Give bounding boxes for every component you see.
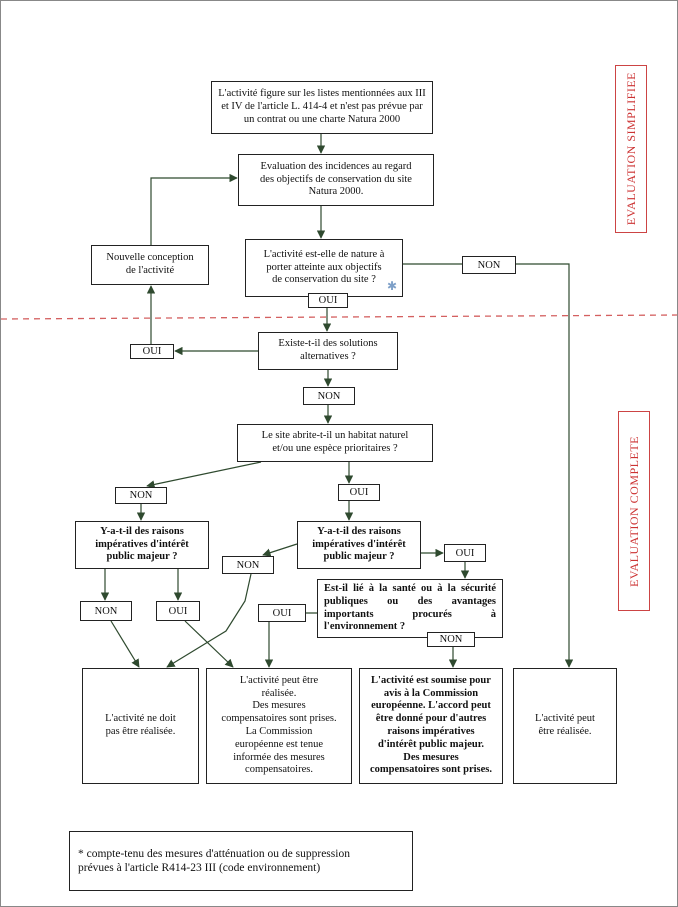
non-label-health: NON bbox=[427, 632, 475, 647]
outcome-compensatory-text: L'activité peut être réalisée. Des mesur… bbox=[221, 674, 337, 776]
health-question-text: Est-il lié à la santé ou à la sécurité p… bbox=[324, 582, 496, 633]
arrow-habitat-to-non bbox=[146, 461, 262, 489]
arrow-new-design-to-evaluation bbox=[150, 173, 238, 245]
activity-listed-text: L'activité figure sur les listes mention… bbox=[218, 88, 426, 125]
oui-label-health: OUI bbox=[258, 604, 306, 622]
asterisk-mark: ✱ bbox=[386, 279, 397, 294]
nature-question-text: L'activité est-elle de nature à porter a… bbox=[263, 248, 385, 286]
reasons-question-left-box: Y-a-t-il des raisons impératives d'intér… bbox=[75, 521, 209, 569]
nature-question-box: L'activité est-elle de nature à porter a… bbox=[245, 239, 403, 297]
habitat-question-box: Le site abrite-t-il un habitat naturel e… bbox=[237, 424, 433, 462]
footnote-box: * compte-tenu des mesures d'atténuation … bbox=[69, 831, 413, 891]
new-design-text: Nouvelle conception de l'activité bbox=[106, 252, 194, 276]
oui-label-reasons-left: OUI bbox=[156, 601, 200, 621]
non-label-alternatives: NON bbox=[303, 387, 355, 405]
outcome-not-box: L'activité ne doit pas être réalisée. bbox=[82, 668, 199, 784]
reasons-question-left-text: Y-a-t-il des raisons impératives d'intér… bbox=[95, 525, 189, 563]
footnote-text: * compte-tenu des mesures d'atténuation … bbox=[78, 847, 350, 874]
oui-label-reasons-right: OUI bbox=[444, 544, 486, 562]
alternatives-question-text: Existe-t-il des solutions alternatives ? bbox=[278, 338, 378, 362]
alternatives-question-box: Existe-t-il des solutions alternatives ? bbox=[258, 332, 398, 370]
activity-listed-box: L'activité figure sur les listes mention… bbox=[211, 81, 433, 134]
health-question-box: Est-il lié à la santé ou à la sécurité p… bbox=[317, 579, 503, 638]
oui-label-habitat: OUI bbox=[338, 484, 380, 501]
evaluation-text: Evaluation des incidences au regard des … bbox=[260, 160, 412, 198]
non-label-reasons-left: NON bbox=[80, 601, 132, 621]
arrow-non-to-outcome-not bbox=[110, 620, 140, 668]
section-divider bbox=[1, 314, 677, 320]
arrow-reasons-right-to-non bbox=[262, 543, 298, 557]
edge-layer bbox=[100, 134, 574, 668]
outcome-commission-text: L'activité est soumise pour avis à la Co… bbox=[369, 674, 492, 776]
divider-layer bbox=[1, 314, 677, 320]
non-label-reasons-right: NON bbox=[222, 556, 274, 574]
arrow-non-to-outcome-ok bbox=[516, 263, 574, 668]
outcome-ok-text: L'activité peut être réalisée. bbox=[535, 713, 595, 737]
oui-label-nature: OUI bbox=[308, 293, 348, 308]
oui-label-alternatives: OUI bbox=[130, 344, 174, 359]
outcome-ok-box: L'activité peut être réalisée. bbox=[513, 668, 617, 784]
evaluation-box: Evaluation des incidences au regard des … bbox=[238, 154, 434, 206]
outcome-not-text: L'activité ne doit pas être réalisée. bbox=[105, 713, 176, 737]
non-label-habitat: NON bbox=[115, 487, 167, 504]
reasons-question-right-text: Y-a-t-il des raisons impératives d'intér… bbox=[312, 525, 406, 563]
arrow-non-to-outcome-not-right bbox=[166, 573, 252, 668]
non-label-nature: NON bbox=[462, 256, 516, 274]
habitat-question-text: Le site abrite-t-il un habitat naturel e… bbox=[261, 430, 409, 454]
reasons-question-right-box: Y-a-t-il des raisons impératives d'intér… bbox=[297, 521, 421, 569]
outcome-commission-box: L'activité est soumise pour avis à la Co… bbox=[359, 668, 503, 784]
complete-label-box: EVALUATION COMPLETE bbox=[618, 411, 650, 611]
arrow-oui-to-outcome-comp bbox=[184, 620, 234, 668]
outcome-compensatory-box: L'activité peut être réalisée. Des mesur… bbox=[206, 668, 352, 784]
simplified-label-box: EVALUATION SIMPLIFIEE bbox=[615, 65, 647, 233]
new-design-box: Nouvelle conception de l'activité bbox=[91, 245, 209, 285]
